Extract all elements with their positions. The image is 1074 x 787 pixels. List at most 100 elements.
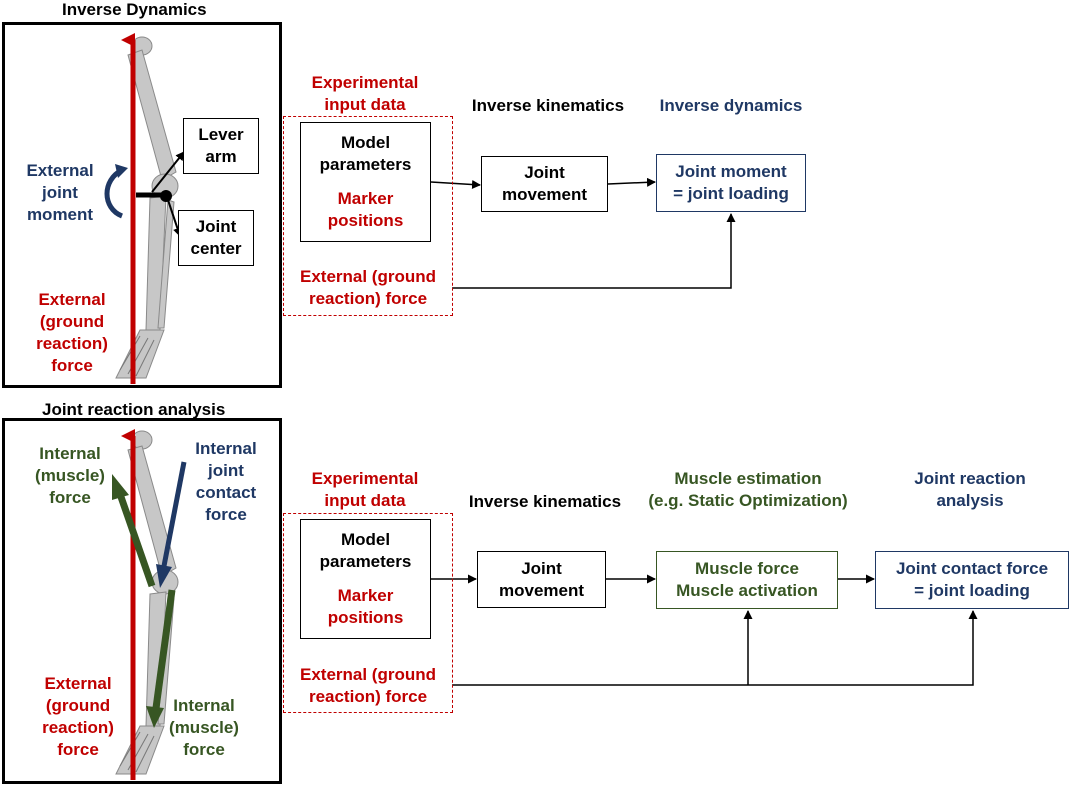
femur-bone (127, 445, 177, 577)
muscle-bottom-line-2: (muscle) (169, 718, 239, 737)
external-joint-moment-label: External joint moment (18, 160, 102, 226)
external-force-input-line-1: External (ground (299, 267, 436, 286)
muscle-top-line-3: force (49, 488, 91, 507)
fibula-bone (157, 199, 175, 329)
muscle-top-line-1: Internal (39, 444, 101, 463)
joint-moment-arrowhead (115, 164, 128, 178)
input-heading-line-2: input data (324, 491, 406, 510)
foot-bones (115, 329, 165, 379)
internal-muscle-force-label-top: Internal (muscle) force (28, 443, 112, 509)
arrow-model-to-joint-movement (430, 180, 481, 190)
model-parameters-line-1: Model (340, 530, 391, 549)
jra-heading-line-1: Joint reaction (914, 469, 1026, 488)
input-heading-line-1: Experimental (311, 469, 419, 488)
toe-line-1 (119, 335, 141, 371)
lever-arm-line-1: Lever (198, 125, 244, 144)
top-leg-skeleton (115, 36, 179, 379)
lever-arm-line-2: arm (205, 147, 237, 166)
contact-line-2: joint (208, 461, 244, 480)
internal-joint-contact-force-label: Internal joint contact force (184, 438, 268, 526)
lever-arm-pointer (151, 151, 185, 193)
inverse-dynamics-panel-title: Inverse Dynamics (62, 0, 207, 19)
bottom-inverse-kinematics-heading: Inverse kinematics (468, 492, 622, 511)
joint-movement-line-2: movement (501, 185, 588, 204)
top-inverse-dynamics-heading: Inverse dynamics (659, 96, 803, 115)
joint-center-label-box: Joint center (178, 210, 254, 266)
joint-center-dot (160, 190, 172, 202)
joint-moment-box: Joint moment = joint loading (656, 154, 806, 212)
contact-line-1: Internal (195, 439, 257, 458)
input-heading-line-1: Experimental (311, 73, 419, 92)
internal-muscle-force-arrow-bottom (152, 589, 176, 709)
joint-movement-line-1: Joint (521, 558, 562, 578)
external-force-line-3: reaction) (36, 334, 108, 353)
marker-positions-line-2: positions (327, 211, 404, 230)
external-joint-moment-line-2: joint (42, 183, 78, 202)
external-joint-moment-line-3: moment (26, 205, 94, 224)
bottom-external-force-input: External (ground reaction) force (285, 664, 451, 708)
muscle-estimation-line-1: Muscle estimation (674, 469, 822, 488)
model-parameters-line-2: parameters (319, 552, 412, 571)
joint-moment-curved-arrow (104, 167, 124, 219)
toe-line-3 (135, 339, 155, 377)
jra-heading-line-2: analysis (936, 491, 1004, 510)
model-parameters-line-1: Model (340, 133, 391, 152)
toe-line-3 (135, 735, 155, 773)
joint-contact-line-1: Joint contact force (895, 559, 1049, 578)
external-force-line-3: reaction) (42, 718, 114, 737)
model-parameters-line-2: parameters (319, 155, 412, 174)
lever-arm-label-box: Lever arm (183, 118, 259, 174)
muscle-force-line-2: Muscle activation (676, 581, 818, 600)
femur-bone (127, 49, 177, 181)
joint-movement-line-1: Joint (524, 163, 565, 182)
muscle-bottom-line-1: Internal (173, 696, 235, 715)
muscle-estimation-line-2: (e.g. Static Optimization) (648, 491, 848, 510)
toe-line-1 (119, 731, 141, 767)
joint-reaction-analysis-heading: Joint reaction analysis (890, 468, 1050, 512)
muscle-bottom-line-3: force (183, 740, 225, 759)
contact-line-3: contact (195, 483, 257, 502)
joint-moment-line-1: Joint moment (675, 162, 787, 181)
marker-positions-line-1: Marker (337, 586, 394, 605)
muscle-force-line-1: Muscle force (695, 559, 799, 578)
bottom-joint-movement-box: Joint movement (477, 551, 606, 608)
internal-muscle-force-arrow-top (116, 492, 156, 588)
top-joint-movement-box: Joint movement (481, 156, 608, 212)
joint-moment-line-2: = joint loading (673, 184, 789, 203)
external-force-line-4: force (57, 740, 99, 759)
top-inverse-kinematics-heading: Inverse kinematics (471, 96, 625, 115)
external-force-line-1: External (44, 674, 112, 693)
top-model-parameters-box: Model parameters Marker positions (300, 122, 431, 242)
top-experimental-input-group (283, 116, 453, 316)
muscle-arrowhead-bottom (146, 706, 164, 728)
external-force-input-line-1: External (ground (299, 665, 436, 684)
muscle-top-line-2: (muscle) (35, 466, 105, 485)
bottom-input-heading: Experimental input data (295, 468, 435, 512)
joint-contact-force-box: Joint contact force = joint loading (875, 551, 1069, 609)
muscle-force-box: Muscle force Muscle activation (656, 551, 838, 609)
external-force-input-line-2: reaction) force (308, 687, 428, 706)
external-force-line-1: External (38, 290, 106, 309)
bottom-flow-connectors (431, 574, 978, 686)
joint-center-line-1: Joint (195, 217, 237, 236)
inverse-dynamics-leg-panel (2, 22, 282, 388)
external-force-line-2: (ground (45, 696, 111, 715)
contact-arrowhead (156, 564, 172, 588)
joint-contact-line-2: = joint loading (914, 581, 1030, 600)
bottom-external-force-label: External (ground reaction) force (36, 673, 120, 761)
input-heading-line-2: input data (324, 95, 406, 114)
foot-bones (115, 725, 165, 775)
top-flow-connectors (430, 177, 736, 289)
marker-positions-line-1: Marker (337, 189, 394, 208)
bottom-model-parameters-box: Model parameters Marker positions (300, 519, 431, 639)
top-external-force-input: External (ground reaction) force (285, 266, 451, 310)
internal-muscle-force-label-bottom: Internal (muscle) force (162, 695, 246, 761)
internal-joint-contact-force-arrow (161, 461, 187, 567)
external-force-line-4: force (51, 356, 93, 375)
marker-positions-line-2: positions (327, 608, 404, 627)
top-external-force-label: External (ground reaction) force (30, 289, 114, 377)
top-input-heading: Experimental input data (295, 72, 435, 116)
joint-center-line-2: center (190, 239, 242, 258)
arrow-external-force-to-joint-moment (452, 213, 736, 289)
